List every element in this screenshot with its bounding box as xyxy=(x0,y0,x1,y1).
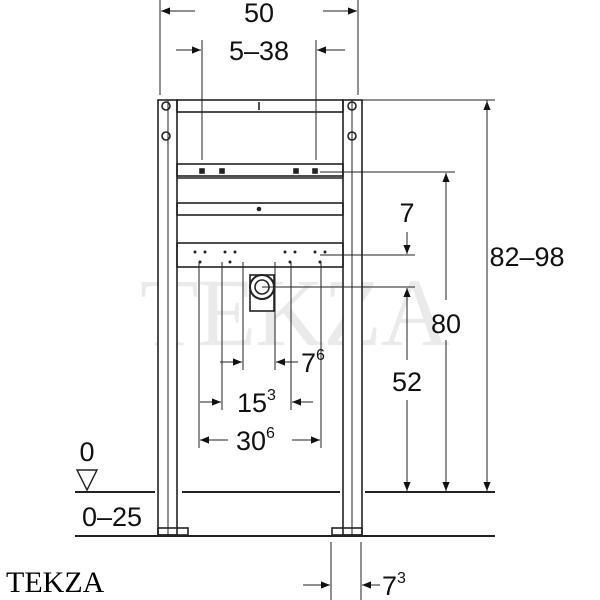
dimension-lines xyxy=(159,0,495,600)
drain-plate-holes xyxy=(193,250,327,264)
frame xyxy=(157,99,363,536)
floor-level-label: 0 xyxy=(79,437,94,467)
floor-level-icon xyxy=(75,469,99,492)
dim-d2: 153 xyxy=(237,387,276,418)
dim-d1: 76 xyxy=(301,347,325,378)
dim-spacing: 5–38 xyxy=(229,36,289,66)
watermark: TEKZA xyxy=(140,259,450,366)
dim-height-frame: 80 xyxy=(431,309,461,339)
dim-offset-small: 7 xyxy=(399,198,414,228)
floor-lines xyxy=(75,491,495,537)
dim-height-range: 82–98 xyxy=(489,242,564,272)
dim-d3: 306 xyxy=(236,425,275,456)
dim-drain-height: 52 xyxy=(392,367,422,397)
dim-width-total: 50 xyxy=(244,0,274,28)
logo-text: TEKZA xyxy=(6,566,105,599)
floor-range-label: 0–25 xyxy=(82,502,142,532)
dim-d4: 73 xyxy=(382,570,406,600)
